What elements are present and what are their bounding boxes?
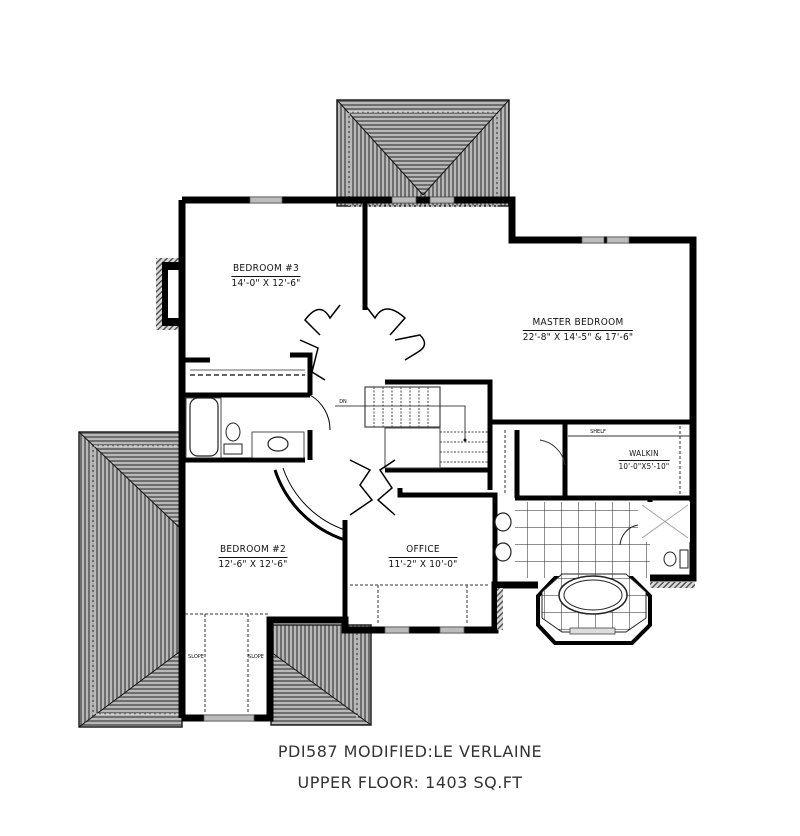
window-bay-left [156,258,182,330]
room-dims: 11'-2" X 10'-0" [388,559,458,570]
room-label-office: OFFICE 11'-2" X 10'-0" [388,545,458,570]
bathroom-left [185,397,305,459]
plan-floor-area-caption: UPPER FLOOR: 1403 SQ.FT [297,773,523,792]
staircase [335,386,488,469]
room-name: WALKIN [618,450,670,461]
interior-walls [182,200,693,630]
room-label-bedroom2: BEDROOM #2 12'-6" X 12'-6" [218,545,288,570]
closet-bedroom3 [190,369,305,376]
stair-dn-label: DN [339,399,347,405]
roof-left [78,431,183,728]
room-name: BEDROOM #2 [218,545,288,558]
room-name: BEDROOM #3 [231,264,301,277]
room-label-bedroom3: BEDROOM #3 14'-0" X 12'-6" [231,264,301,289]
walkin-closet [504,426,690,495]
slope-label-right: SLOPE [248,654,264,660]
room-name: OFFICE [388,545,458,558]
closet-bedroom2 [185,613,268,712]
roof-top [336,99,510,207]
room-dims: 10'-0"X5'-10" [618,462,670,471]
slope-label-left: SLOPE [188,654,204,660]
room-dims: 12'-6" X 12'-6" [218,559,288,570]
room-name: MASTER BEDROOM [522,318,634,331]
plan-model-caption: PDI587 MODIFIED:LE VERLAINE [277,742,543,761]
closet-office [350,584,490,625]
hall-doors [273,304,426,542]
master-bath [494,502,695,645]
room-label-walkin: WALKIN 10'-0"X5'-10" [618,450,670,471]
shelf-label: SHELF [590,429,606,435]
room-dims: 14'-0" X 12'-6" [231,278,301,289]
roof-bottom [270,624,372,726]
room-label-master: MASTER BEDROOM 22'-8" X 14'-5" & 17'-6" [522,318,634,343]
room-dims: 22'-8" X 14'-5" & 17'-6" [522,332,634,343]
windows-top [203,196,630,722]
